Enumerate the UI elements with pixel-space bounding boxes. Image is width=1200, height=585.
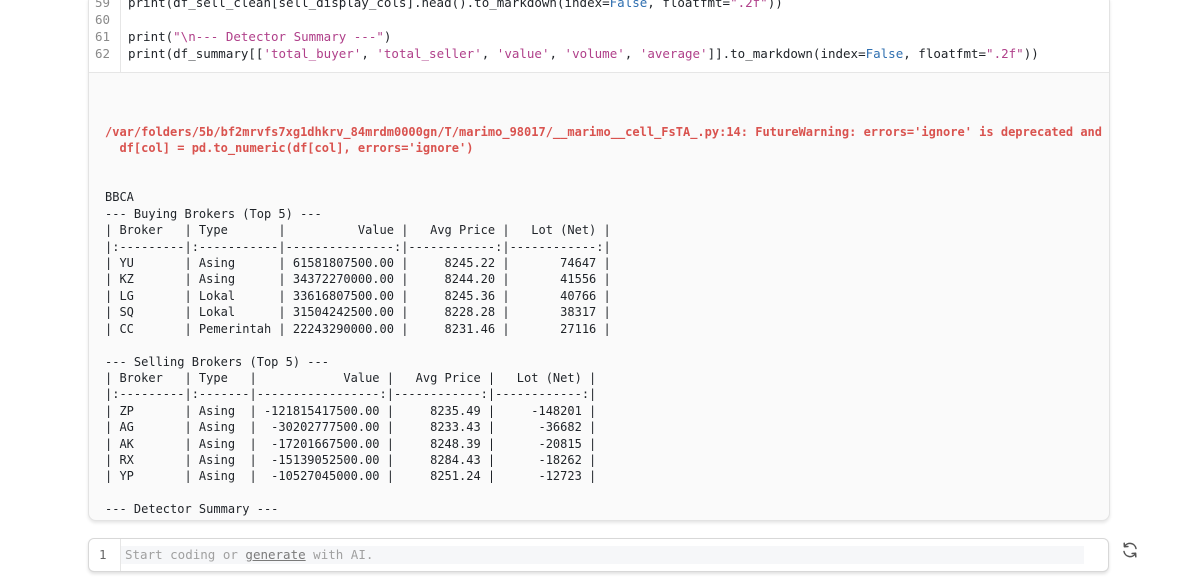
code-token: ".2f" [986,46,1024,61]
code-token: )) [1023,46,1039,61]
code-line[interactable]: 62 print(df_summary[['total_buyer', 'tota… [89,45,1109,62]
code-token: , [361,46,377,61]
code-token: ".2f" [730,0,768,10]
code-token: ) [383,29,392,44]
cell-output: /var/folders/5b/bf2mrvfs7xg1dhkrv_84mrdm… [105,91,1109,520]
code-line[interactable]: 60 [89,11,1109,28]
future-warning: /var/folders/5b/bf2mrvfs7xg1dhkrv_84mrdm… [105,124,1102,156]
generate-link[interactable]: generate [245,547,306,562]
code-token: , [624,46,640,61]
gutter-separator [120,539,121,571]
new-cell-editor[interactable]: 1 Start coding or generate with AI. [88,538,1109,572]
editor-placeholder: Start coding or generate with AI. [125,546,373,564]
line-number: 60 [95,12,111,27]
placeholder-start: Start coding or [125,547,246,562]
code-token: , floatfmt= [647,0,731,10]
code-text: print(df_sell_clean[sell_display_cols].h… [128,0,783,11]
line-number: 61 [95,29,111,44]
code-text: print(df_summary[['total_buyer', 'total_… [128,45,1039,62]
code-token: print(df_summary[[ [128,46,264,61]
refresh-icon[interactable] [1120,540,1140,560]
code-token: print( [128,29,174,44]
code-token: )) [767,0,783,10]
active-line-highlight [121,546,1084,564]
code-token: , floatfmt= [903,46,987,61]
code-token: , [549,46,565,61]
code-token: False [609,0,648,10]
gutter-separator [120,0,121,73]
placeholder-end: with AI. [305,547,374,562]
code-token: 'volume' [564,46,625,61]
output-text: BBCA --- Buying Brokers (Top 5) --- | Br… [105,190,654,520]
code-editor[interactable]: 59 print(df_sell_clean[sell_display_cols]… [89,0,1109,73]
code-text: print("\n--- Detector Summary ---") [128,28,391,45]
line-number: 1 [99,547,107,562]
code-line[interactable]: 61 print("\n--- Detector Summary ---") [89,28,1109,45]
code-token: 'total_seller' [376,46,482,61]
code-token: print(df_sell_clean[sell_display_cols].h… [128,0,610,10]
code-token: 'average' [639,46,708,61]
code-token: "\n--- Detector Summary ---" [173,29,384,44]
line-number: 59 [95,0,111,10]
code-token: 'total_buyer' [263,46,362,61]
notebook-cell: 59 print(df_sell_clean[sell_display_cols]… [88,0,1110,521]
code-line[interactable]: 59 print(df_sell_clean[sell_display_cols]… [89,0,1109,11]
code-token: , [481,46,497,61]
code-token: 'value' [496,46,550,61]
code-token: False [865,46,904,61]
line-number: 62 [95,46,111,61]
code-token: ]].to_markdown(index= [707,46,866,61]
